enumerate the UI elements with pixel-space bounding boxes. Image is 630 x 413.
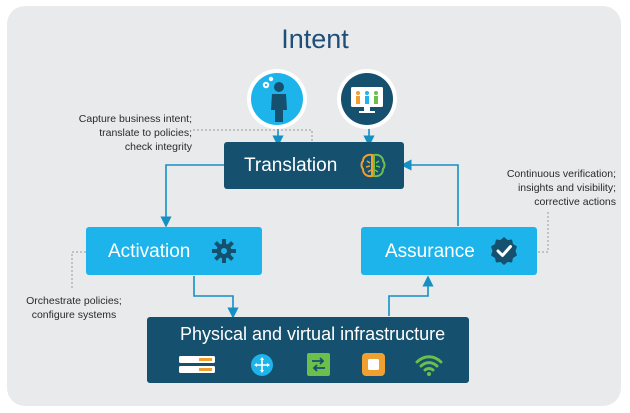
chip-icon — [362, 353, 385, 376]
leader-activation-note — [71, 251, 86, 290]
wifi-icon — [415, 355, 443, 376]
translation-note-line-2: translate to policies; — [99, 127, 192, 139]
server-icon — [179, 356, 215, 373]
person-gear-icon — [246, 68, 308, 130]
activation-label: Activation — [108, 241, 191, 262]
assurance-box: Assurance — [361, 227, 537, 275]
translation-label: Translation — [244, 155, 338, 176]
activation-note-line-1: Orchestrate policies; — [26, 295, 122, 307]
assurance-note-line-2: insights and visibility; — [517, 182, 616, 194]
activation-box: Activation — [86, 227, 262, 275]
infrastructure-box: Physical and virtual infrastructure — [147, 317, 469, 383]
translation-note-line-1: Capture business intent; — [78, 113, 192, 125]
leader-assurance-note — [538, 210, 549, 253]
router-icon — [251, 354, 273, 376]
monitor-users-icon — [336, 68, 398, 130]
assurance-note-line-3: corrective actions — [534, 196, 616, 208]
arrow-assurance-to-translation — [400, 159, 459, 226]
activation-note-line-2: configure systems — [31, 309, 117, 321]
assurance-note: Continuous verification; insights and vi… — [480, 167, 616, 209]
assurance-note-line-1: Continuous verification; — [506, 168, 616, 180]
arrow-translation-to-activation — [160, 164, 224, 228]
gear-icon — [212, 239, 236, 263]
diagram-title: Intent — [281, 24, 349, 54]
assurance-label: Assurance — [385, 241, 475, 262]
translation-box: Translation — [224, 142, 404, 189]
brain-icon — [360, 153, 386, 178]
activation-note: Orchestrate policies; configure systems — [14, 294, 134, 322]
translation-note-line-3: check integrity — [124, 141, 192, 153]
translation-note: Capture business intent; translate to po… — [56, 112, 192, 154]
leader-translation-note — [193, 129, 313, 141]
check-badge-icon — [491, 237, 517, 265]
infrastructure-label: Physical and virtual infrastructure — [180, 324, 446, 344]
switch-icon — [307, 353, 330, 376]
arrow-infrastructure-to-assurance — [388, 275, 434, 316]
arrow-activation-to-infrastructure — [193, 276, 239, 319]
